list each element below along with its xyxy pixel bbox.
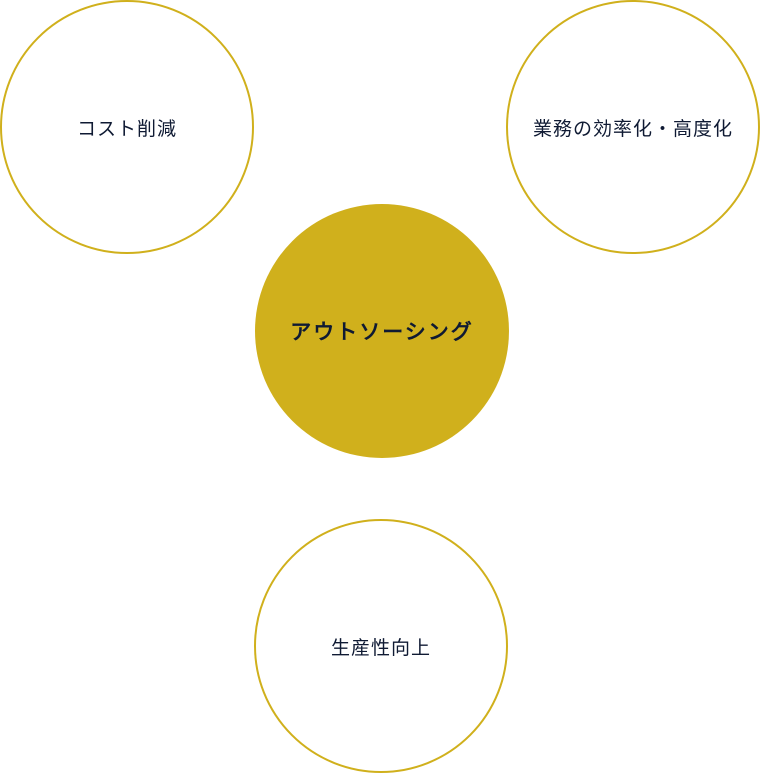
benefit-circle-productivity: 生産性向上 xyxy=(254,519,508,773)
benefit-label: コスト削減 xyxy=(76,117,177,140)
benefit-label: 生産性向上 xyxy=(330,636,431,659)
benefit-circle-cost-reduction: コスト削減 xyxy=(0,0,254,254)
center-label: アウトソーシング xyxy=(290,320,474,344)
benefit-label: 業務の効率化・高度化 xyxy=(532,117,733,140)
benefit-circle-efficiency: 業務の効率化・高度化 xyxy=(506,0,760,254)
center-circle-outsourcing: アウトソーシング xyxy=(255,204,509,458)
